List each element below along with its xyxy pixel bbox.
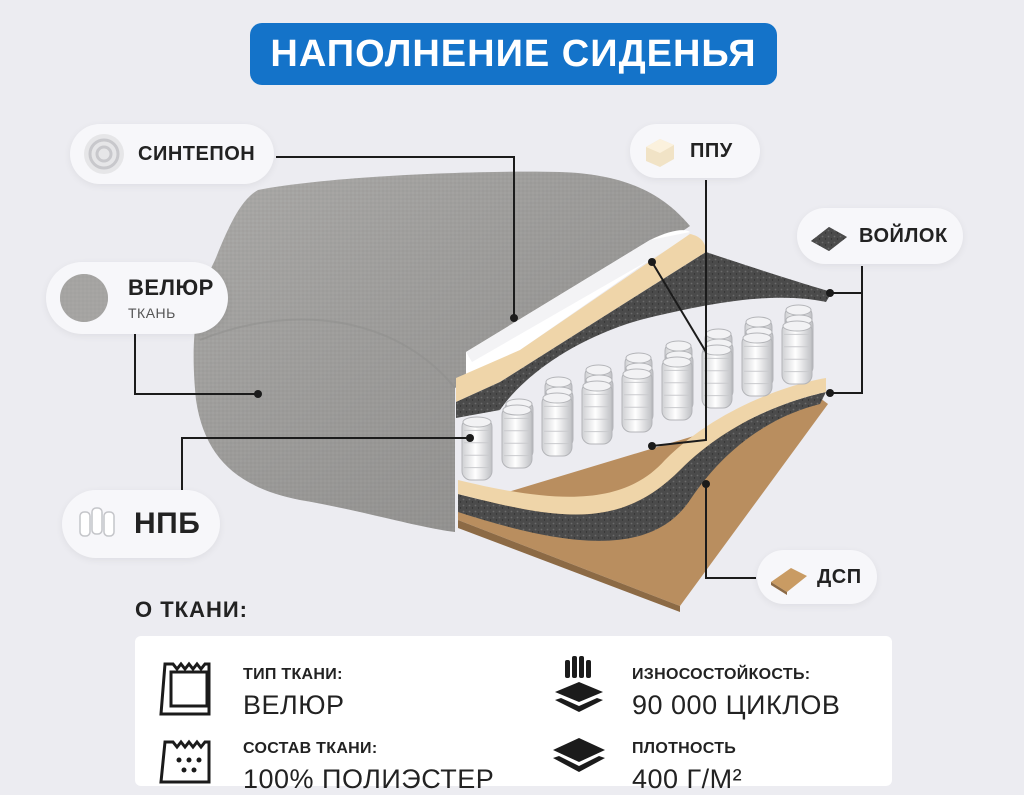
wear-resistance-item: ИЗНОСОСТОЙКОСТЬ: 90 000 ЦИКЛОВ xyxy=(632,666,841,720)
spring-top xyxy=(662,356,692,368)
chipboard-icon xyxy=(771,568,807,595)
spring-top xyxy=(705,328,732,340)
spring-block xyxy=(461,304,814,481)
foam-block-icon xyxy=(646,139,674,167)
felt-piece-icon xyxy=(811,227,847,251)
label-sintepon: СИНТЕПОН xyxy=(70,124,274,184)
hand-layers-icon xyxy=(555,656,603,712)
fabric-cover xyxy=(193,171,690,532)
velour-leader-line xyxy=(134,326,258,395)
top-felt-layer xyxy=(456,252,832,418)
fabric-info-card: ТИП ТКАНИ: ВЕЛЮР ИЗНОСОСТОЙКОСТЬ: 90 000… xyxy=(135,636,892,794)
bottom-felt-layer xyxy=(458,392,826,541)
sintepon-roll-icon xyxy=(84,134,124,174)
spring-top xyxy=(542,392,572,404)
spring-top xyxy=(622,368,652,380)
label-velour: ВЕЛЮР ТКАНЬ xyxy=(46,262,228,334)
ppu-leader-line xyxy=(651,180,707,447)
spring-top xyxy=(742,332,772,344)
velour-swatch-icon xyxy=(60,274,108,322)
top-ppu-layer xyxy=(456,234,706,402)
spring-top xyxy=(782,320,812,332)
seat-cross-section-illustration xyxy=(134,156,863,612)
page-title-banner: НАПОЛНЕНИЕ СИДЕНЬЯ xyxy=(250,23,777,85)
dsp-leader-line xyxy=(705,484,756,579)
fabric-swatch-icon xyxy=(159,661,211,716)
spring-top xyxy=(745,316,772,328)
spring-block-icon xyxy=(79,507,115,537)
about-fabric-title: О ТКАНИ: xyxy=(135,597,249,622)
voilok-leader-line xyxy=(830,266,863,394)
density-layers-icon xyxy=(553,738,605,772)
spring-top xyxy=(625,352,652,364)
npb-leader-line xyxy=(181,437,470,490)
spring-top xyxy=(702,344,732,356)
label-ppu: ППУ xyxy=(630,124,760,178)
label-dsp: ДСП xyxy=(757,550,877,604)
label-npb: НПБ xyxy=(62,490,220,558)
fabric-type-item: ТИП ТКАНИ: ВЕЛЮР xyxy=(243,666,345,720)
sintepon-leader-line xyxy=(276,156,515,318)
label-voilok: ВОЙЛОК xyxy=(797,208,963,264)
sintepon-layer xyxy=(466,230,690,378)
page-title: НАПОЛНЕНИЕ СИДЕНЬЯ xyxy=(270,32,757,75)
spring-top xyxy=(545,376,572,388)
spring-top xyxy=(785,304,812,316)
spring-top xyxy=(582,380,612,392)
leader-lines xyxy=(134,156,863,579)
spring-top xyxy=(665,340,692,352)
spring-top xyxy=(502,404,532,416)
spring-top xyxy=(462,416,492,428)
fabric-composition-icon xyxy=(159,739,211,784)
bottom-ppu-layer xyxy=(458,378,826,515)
spring-top xyxy=(585,364,612,376)
